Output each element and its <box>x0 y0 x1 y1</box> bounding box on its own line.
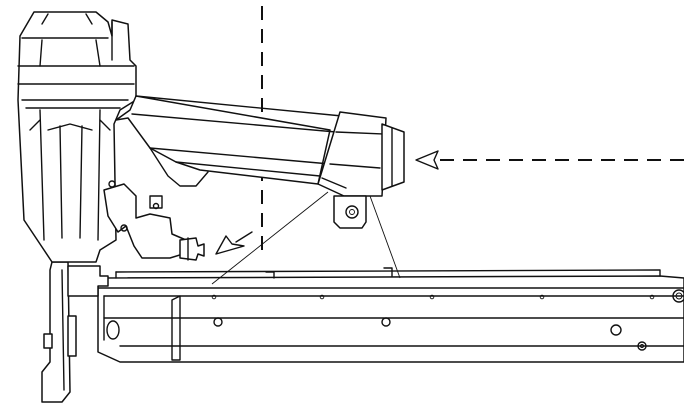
end-cap <box>317 111 405 197</box>
nose-guide <box>41 261 109 403</box>
magazine-rail <box>97 267 684 363</box>
air-fitting <box>179 237 205 261</box>
leader-line-left <box>211 191 329 285</box>
leader-line-right <box>369 195 401 279</box>
diagonal-arrow <box>215 231 253 255</box>
handle <box>103 95 343 259</box>
end-cap-bracket <box>333 195 367 229</box>
horizontal-dashed-arrow <box>415 150 684 170</box>
